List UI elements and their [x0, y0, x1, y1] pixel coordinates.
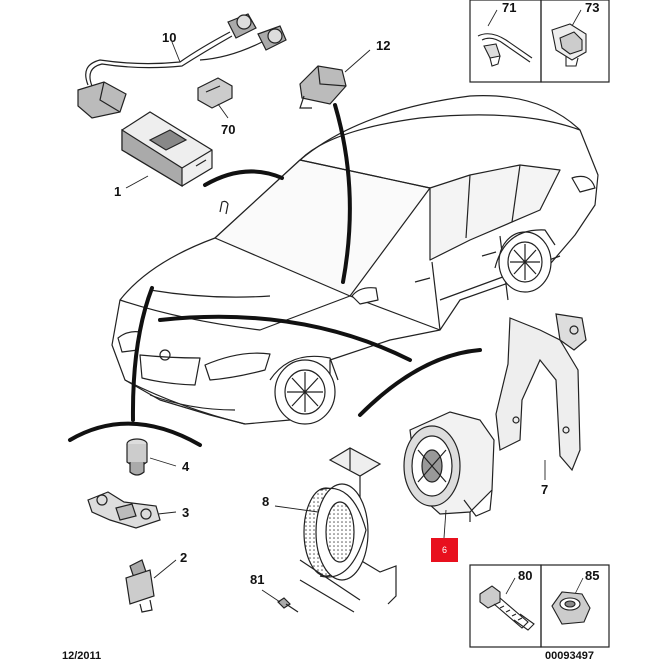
part-81-screw [277, 597, 299, 613]
bolt-80-icon [479, 585, 535, 631]
part-4-sensor [126, 438, 148, 476]
footer-code: 00093497 [545, 650, 594, 662]
callout-7: 7 [541, 482, 548, 497]
part-70-connector [197, 77, 233, 109]
callout-3: 3 [182, 505, 189, 520]
inset-80-label: 80 [518, 568, 532, 583]
callout-1: 1 [114, 184, 121, 199]
part-7-bracket [495, 313, 587, 472]
callout-leaders [125, 41, 546, 603]
part-10-cable [77, 13, 287, 119]
part-6-siren [403, 411, 495, 522]
inset-80-box: 80 [469, 564, 542, 648]
clip-71-icon [477, 33, 533, 67]
part-2-switch [125, 559, 155, 613]
inset-85-label: 85 [585, 568, 599, 583]
callout-12: 12 [376, 38, 390, 53]
footer-date: 12/2011 [62, 650, 102, 662]
callout-70: 70 [221, 122, 235, 137]
clip-73-icon [551, 23, 587, 67]
callout-8: 8 [262, 494, 269, 509]
part-1-control-unit [121, 111, 213, 188]
callout-6-highlight: 6 [431, 538, 458, 562]
part-8-horn [299, 447, 397, 613]
callout-81: 81 [250, 572, 264, 587]
part-12-connector [299, 65, 347, 109]
inset-71-label: 71 [502, 0, 516, 15]
inset-73-box: 73 [540, 0, 610, 83]
location-leaders [68, 103, 482, 447]
part-3-bracket [87, 491, 161, 529]
nut-85-icon [551, 591, 591, 625]
inset-71-box: 71 [469, 0, 542, 83]
inset-73-label: 73 [585, 0, 599, 15]
inset-85-box: 85 [540, 564, 610, 648]
callout-10: 10 [162, 30, 176, 45]
callout-2: 2 [180, 550, 187, 565]
car-illustration [111, 95, 599, 425]
callout-4: 4 [182, 459, 190, 474]
